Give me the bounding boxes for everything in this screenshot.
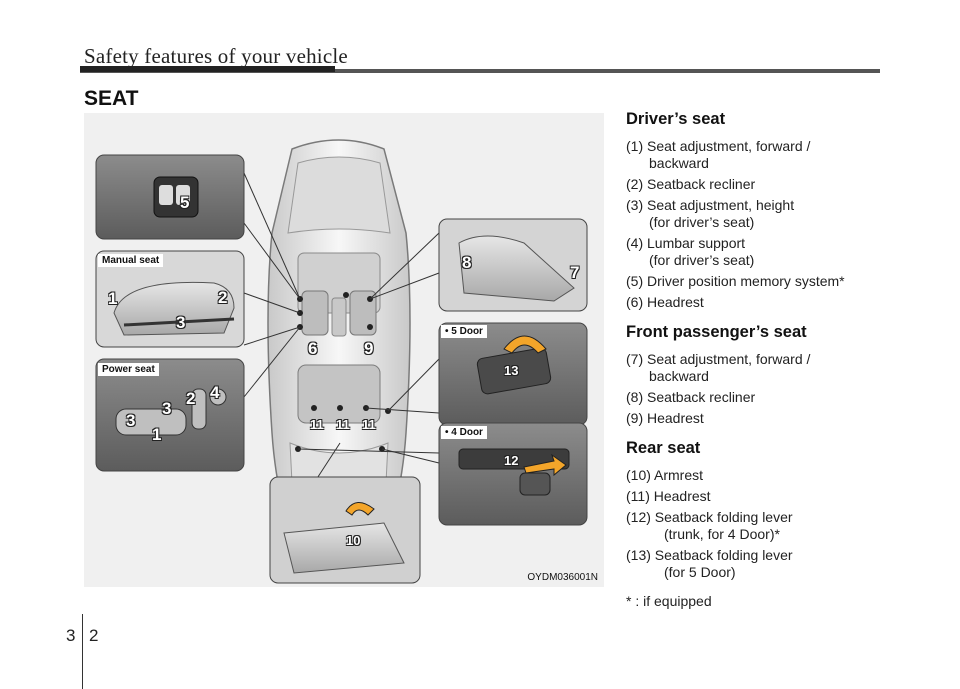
footnote: * : if equipped xyxy=(626,593,712,609)
callout-4: 4 xyxy=(210,383,220,402)
leader-lines xyxy=(243,172,440,484)
legend-item: (9) Headrest xyxy=(626,410,704,426)
callout-10: 10 xyxy=(346,533,361,548)
callout-2b: 2 xyxy=(186,389,196,408)
callout-9: 9 xyxy=(364,339,374,358)
callout-7: 7 xyxy=(570,263,580,282)
callout-11b: 11 xyxy=(336,417,350,432)
callout-8: 8 xyxy=(462,253,472,272)
legend-item: (1) Seat adjustment, forward /backward xyxy=(626,138,811,171)
callout-11c: 11 xyxy=(362,417,376,432)
chapter-number: 3 xyxy=(66,626,76,645)
drivers-seat-group: Driver’s seat (1) Seat adjustment, forwa… xyxy=(626,110,916,311)
callout-3: 3 xyxy=(176,313,186,332)
manual-seat-label: Manual seat xyxy=(98,254,164,267)
header-rule xyxy=(80,69,880,73)
four-door-label: • 4 Door xyxy=(441,426,487,439)
inset-four-door xyxy=(438,422,588,526)
drivers-seat-title: Driver’s seat xyxy=(626,110,726,128)
five-door-label: • 5 Door xyxy=(441,325,487,338)
callout-1: 1 xyxy=(108,289,118,308)
legend-item: (2) Seatback recliner xyxy=(626,176,756,192)
legend-item: (3) Seat adjustment, height(for driver’s… xyxy=(626,197,795,230)
figure-code: OYDM036001N xyxy=(527,572,598,583)
legend-item: (6) Headrest xyxy=(626,294,704,310)
seat-legend: Driver’s seat (1) Seat adjustment, forwa… xyxy=(626,110,916,609)
legend-item: (10) Armrest xyxy=(626,467,704,483)
callout-1b: 1 xyxy=(152,425,162,444)
section-heading: SEAT xyxy=(84,87,139,110)
legend-item: (8) Seatback recliner xyxy=(626,389,756,405)
callout-12: 12 xyxy=(504,453,519,468)
seat-illustration: Manual seat Power seat • 5 Door • 4 Door… xyxy=(84,113,604,587)
legend-item: (4) Lumbar support(for driver’s seat) xyxy=(626,235,755,268)
callout-11a: 11 xyxy=(310,417,324,432)
callout-13: 13 xyxy=(504,363,519,378)
seat-illustration-drawing xyxy=(95,139,588,584)
legend-item: (11) Headrest xyxy=(626,488,711,504)
legend-item: (7) Seat adjustment, forward /backward xyxy=(626,351,811,384)
inset-power-seat xyxy=(95,358,245,472)
page-number-divider xyxy=(82,614,83,689)
legend-item: (13) Seatback folding lever(for 5 Door) xyxy=(626,547,793,580)
inset-armrest xyxy=(269,476,421,584)
front-passenger-seat-title: Front passenger’s seat xyxy=(626,323,807,341)
rear-seat-title: Rear seat xyxy=(626,439,701,457)
callout-6: 6 xyxy=(308,339,318,358)
inset-manual-seat xyxy=(95,250,245,348)
inset-passenger-seat xyxy=(438,218,588,312)
callout-3b: 3 xyxy=(162,399,172,418)
inset-memory-switch xyxy=(95,154,245,240)
header-rule-accent xyxy=(80,66,335,72)
callout-2: 2 xyxy=(218,288,228,307)
legend-item: (5) Driver position memory system* xyxy=(626,273,845,289)
callout-3c: 3 xyxy=(126,411,136,430)
page-header-title: Safety features of your vehicle xyxy=(84,44,348,68)
inset-five-door xyxy=(438,322,588,426)
front-passenger-seat-group: Front passenger’s seat (7) Seat adjustme… xyxy=(626,323,916,427)
power-seat-label: Power seat xyxy=(98,363,159,376)
page-number: 2 xyxy=(89,626,99,645)
legend-item: (12) Seatback folding lever(trunk, for 4… xyxy=(626,509,793,542)
rear-seat-group: Rear seat (10) Armrest (11) Headrest (12… xyxy=(626,439,916,581)
callout-5: 5 xyxy=(180,193,190,212)
